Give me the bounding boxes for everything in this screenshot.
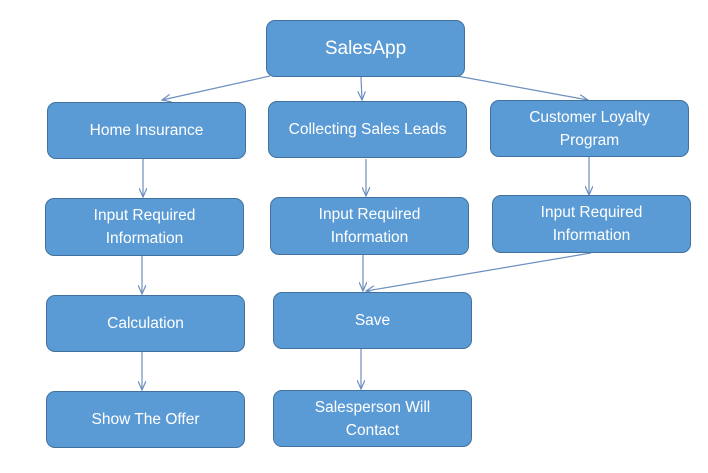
node-save-label: Save — [354, 312, 391, 329]
node-save: Save — [273, 292, 472, 349]
connector-root-to-sales-leads — [361, 76, 362, 100]
node-leads-input-required-information: Input Required Information — [270, 197, 469, 255]
connector-loyalty-input-to-save — [366, 252, 592, 291]
node-home-input-label: Input Required Information — [93, 207, 196, 247]
node-home-insurance: Home Insurance — [47, 102, 246, 159]
node-salesperson-will-contact-label: Salesperson Will Contact — [314, 398, 431, 439]
node-calculation-label: Calculation — [107, 315, 184, 332]
connector-root-to-home-insurance — [162, 75, 271, 100]
node-collecting-sales-leads-label: Collecting Sales Leads — [288, 121, 447, 138]
node-show-the-offer-label: Show The Offer — [91, 411, 200, 428]
node-collecting-sales-leads: Collecting Sales Leads — [268, 101, 467, 158]
node-home-insurance-label: Home Insurance — [89, 122, 204, 139]
node-salesperson-will-contact: Salesperson Will Contact — [273, 390, 472, 447]
node-home-input-required-information: Input Required Information — [45, 198, 244, 256]
node-leads-input-label: Input Required Information — [318, 206, 421, 246]
node-show-the-offer: Show The Offer — [46, 391, 245, 448]
node-loyalty-input-label: Input Required Information — [540, 204, 643, 244]
node-salesapp: SalesApp — [266, 20, 465, 77]
node-loyalty-input-required-information: Input Required Information — [492, 195, 691, 253]
node-customer-loyalty-program: Customer Loyalty Program — [490, 100, 689, 157]
connector-root-to-loyalty — [456, 75, 588, 100]
node-salesapp-label: SalesApp — [324, 38, 407, 59]
node-customer-loyalty-program-label: Customer Loyalty Program — [529, 108, 650, 149]
node-calculation: Calculation — [46, 295, 245, 352]
